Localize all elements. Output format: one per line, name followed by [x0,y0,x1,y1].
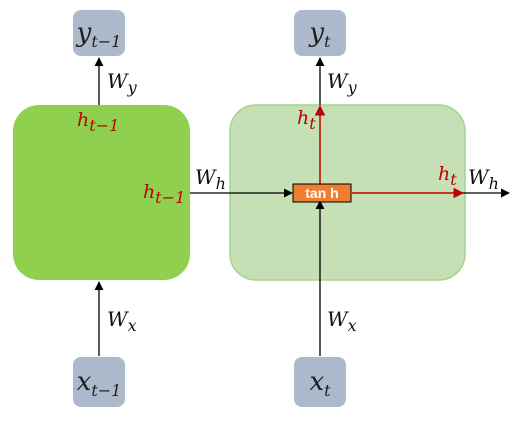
hidden-label-prev-right: ht−1 [143,181,185,207]
input-label-current: xt [309,367,331,400]
tanh-activation-box [292,183,352,203]
output-label-previous: yt−1 [76,18,122,51]
hidden-label-curr-right: ht [438,163,457,189]
output-node-current [294,10,346,56]
weight-wh-between: Wh [195,165,226,193]
input-label-previous: xt−1 [77,367,122,400]
rnn-cell-previous [13,105,190,280]
output-node-previous [73,10,125,56]
weight-wx-current: Wx [327,307,357,335]
weight-wx-previous: Wx [107,307,137,335]
weight-wy-current: Wy [327,69,358,97]
input-node-current [294,357,346,407]
hidden-label-prev-top: ht−1 [77,109,119,135]
output-label-current: yt [308,18,331,51]
weight-wh-out: Wh [468,165,499,193]
weight-wy-previous: Wy [107,69,138,97]
input-node-previous [73,357,125,407]
tanh-label: tan h [305,185,338,201]
hidden-label-curr-up: ht [297,107,316,133]
